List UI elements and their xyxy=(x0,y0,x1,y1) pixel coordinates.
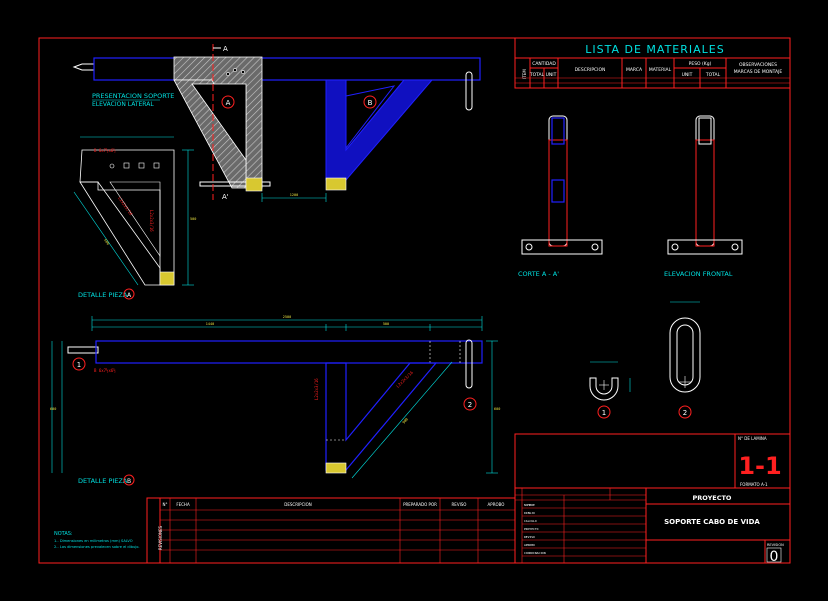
materials-title: LISTA DE MATERIALES xyxy=(585,43,724,56)
detail-piece-a: 500 600 B 6x7½x6½ L2x2x3/16 L2x2x3/16 DE… xyxy=(73,136,196,300)
col-weight-unit: UNIT xyxy=(682,72,693,78)
svg-text:1200: 1200 xyxy=(290,193,298,197)
svg-text:500: 500 xyxy=(383,322,389,326)
elevation-view: A A' A B 1200 PRESENTACION SOPORTE ELEVA… xyxy=(72,44,481,202)
col-brand: MARCA xyxy=(626,67,643,73)
svg-text:600: 600 xyxy=(50,407,56,411)
svg-text:B 6x7½x6½: B 6x7½x6½ xyxy=(94,148,116,153)
svg-text:2: 2 xyxy=(468,401,472,409)
part-2-bubble-b xyxy=(463,397,477,411)
svg-text:1440: 1440 xyxy=(206,322,214,326)
presentation-subtitle: ELEVACION LATERAL xyxy=(92,101,154,108)
svg-text:600: 600 xyxy=(103,238,110,245)
col-quantity-unit: UNIT xyxy=(546,72,557,78)
title-block: NOMBRE DIBUJO CALCULO PROYECTO REVISO AP… xyxy=(514,433,791,565)
svg-text:CALCULO: CALCULO xyxy=(524,519,537,523)
svg-text:REVISIONES: REVISIONES xyxy=(158,525,163,550)
svg-text:PROYECTO: PROYECTO xyxy=(524,527,539,531)
drawing-title: SOPORTE CABO DE VIDA xyxy=(664,518,760,526)
revision-value: 0 xyxy=(770,549,779,565)
svg-text:REVISO: REVISO xyxy=(524,535,535,539)
bubble-b xyxy=(363,95,377,109)
cut-view: CORTE A - A' xyxy=(518,115,603,278)
svg-text:APROBO: APROBO xyxy=(488,502,505,507)
svg-text:N°: N° xyxy=(163,502,168,507)
part-2-bubble xyxy=(678,405,692,419)
svg-text:600: 600 xyxy=(494,407,500,411)
revision-label: REVISION xyxy=(767,543,784,547)
svg-text:1: 1 xyxy=(602,409,606,417)
section-label-top: A xyxy=(223,45,228,53)
detail-b-label: DETALLE PIEZA xyxy=(78,477,128,485)
svg-text:2500: 2500 xyxy=(283,315,291,319)
sheet-label: N° DE LAMINA xyxy=(738,436,767,441)
materials-list-table: LISTA DE MATERIALES ITEM CANTIDAD TOTAL … xyxy=(514,37,791,89)
col-quantity: CANTIDAD xyxy=(532,61,556,67)
front-view: ELEVACION FRONTAL xyxy=(664,115,743,278)
svg-text:2: 2 xyxy=(683,409,687,417)
svg-text:DIBUJO: DIBUJO xyxy=(524,511,535,515)
col-observations: OBSERVACIONES xyxy=(739,62,777,68)
col-quantity-total: TOTAL xyxy=(529,72,545,78)
svg-text:L2x2x3/16: L2x2x3/16 xyxy=(314,378,319,400)
col-description: DESCRIPCION xyxy=(575,67,606,73)
cut-view-label: CORTE A - A' xyxy=(518,270,559,278)
svg-text:A: A xyxy=(226,99,231,107)
bubble-a xyxy=(221,95,235,109)
revisions-table: N° FECHA DESCRIPCION PREPARADO POR REVIS… xyxy=(146,497,516,564)
svg-text:REVISO: REVISO xyxy=(452,502,467,507)
col-item: ITEM xyxy=(522,69,527,79)
svg-text:500: 500 xyxy=(190,217,196,221)
svg-text:PREPARADO POR: PREPARADO POR xyxy=(403,502,437,507)
sheet-format: FORMATO A-1 xyxy=(740,482,768,487)
col-weight-total: TOTAL xyxy=(705,72,721,78)
svg-text:COORDINACION: COORDINACION xyxy=(524,551,546,555)
svg-text:APROBO: APROBO xyxy=(524,543,535,547)
svg-text:B: B xyxy=(127,478,131,485)
notes-title: NOTAS: xyxy=(54,531,73,537)
sheet-number: 1-1 xyxy=(738,452,781,480)
drawing-frame xyxy=(38,37,791,564)
svg-text:B 6x7½x6½: B 6x7½x6½ xyxy=(94,368,116,373)
bolt-hole xyxy=(233,68,237,72)
svg-text:A: A xyxy=(127,292,132,299)
notes: NOTAS: 1.- Dimensiones en milimetros (mm… xyxy=(54,531,140,549)
col-observations-sub: MARCAS DE MONTAJE xyxy=(734,69,783,75)
svg-text:1: 1 xyxy=(77,361,81,369)
part-1-bubble-b xyxy=(72,357,86,371)
project-label: PROYECTO xyxy=(693,494,732,502)
svg-text:NOMBRE: NOMBRE xyxy=(524,503,535,507)
col-material: MATERIAL xyxy=(649,67,672,73)
svg-text:B: B xyxy=(368,99,373,107)
notes-line-2: 2.- Las dimensiones prevalecen sobre el … xyxy=(54,545,140,549)
svg-text:DESCRIPCION: DESCRIPCION xyxy=(284,502,311,507)
notes-line-1: 1.- Dimensiones en milimetros (mm) SALVO xyxy=(54,539,133,543)
bolt-hole xyxy=(241,70,245,74)
section-label-bottom: A' xyxy=(222,193,229,201)
col-weight: PESO (Kg) xyxy=(689,61,712,67)
svg-text:L2x2x3/16: L2x2x3/16 xyxy=(395,369,414,388)
svg-text:L2x2x3/16: L2x2x3/16 xyxy=(117,196,134,217)
svg-text:FECHA: FECHA xyxy=(176,502,190,507)
detail-piece-b: 2500 1440 500 600 600 900 B 6x7½x6½ L2x2… xyxy=(50,315,500,486)
part-details: 1 2 xyxy=(589,301,701,419)
front-view-label: ELEVACION FRONTAL xyxy=(664,270,733,278)
detail-a-label: DETALLE PIEZA xyxy=(78,291,128,299)
bolt-hole xyxy=(226,72,230,76)
svg-text:900: 900 xyxy=(402,417,409,424)
presentation-title: PRESENTACION SOPORTE xyxy=(92,92,174,100)
svg-text:L2x2x3/16: L2x2x3/16 xyxy=(149,210,154,232)
part-1-bubble xyxy=(597,405,611,419)
